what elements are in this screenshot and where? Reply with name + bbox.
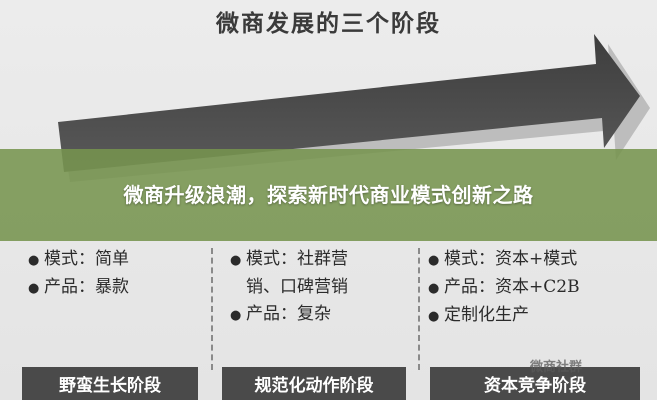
stage-label-3: 资本竞争阶段 [430,367,640,400]
bullet-icon: ● [428,309,440,324]
arrow-graphic [58,34,650,182]
bullet-icon: ● [428,253,440,268]
column-stage-3: ●模式：资本+模式 ●产品：资本+C2B ●定制化生产 [428,246,580,330]
bullet-item: ●产品：暴款 [28,274,129,302]
title-banner: 微商升级浪潮，探索新时代商业模式创新之路 [0,149,657,241]
bullet-item: ●产品：复杂 [230,301,348,329]
growth-arrow [58,34,640,172]
banner-title: 微商升级浪潮，探索新时代商业模式创新之路 [123,183,534,207]
bullet-item: ●产品：资本+C2B [428,274,580,302]
bullet-icon: ● [230,253,242,268]
bullet-item: ●模式：资本+模式 [428,246,580,274]
bullet-icon: ● [28,253,40,268]
bullet-icon: ● [28,281,40,296]
stage-label-1: 野蛮生长阶段 [22,367,198,400]
bullet-icon: ● [428,281,440,296]
diagram-title: 微商发展的三个阶段 [216,10,441,37]
column-stage-2: ●模式：社群营 销、口碑营销 ●产品：复杂 [230,246,348,329]
column-divider-1 [211,248,213,370]
column-divider-2 [418,248,420,370]
bullet-item: ●定制化生产 [428,302,580,330]
bullet-item: ●模式：简单 [28,246,129,274]
bullet-item: ●模式：社群营 [230,246,348,274]
column-stage-1: ●模式：简单 ●产品：暴款 [28,246,129,302]
bullet-icon: ● [230,308,242,323]
bullet-item-continuation: 销、口碑营销 [246,277,348,297]
watermark: 微商社群 [530,360,583,375]
stage-label-2: 规范化动作阶段 [222,367,406,400]
